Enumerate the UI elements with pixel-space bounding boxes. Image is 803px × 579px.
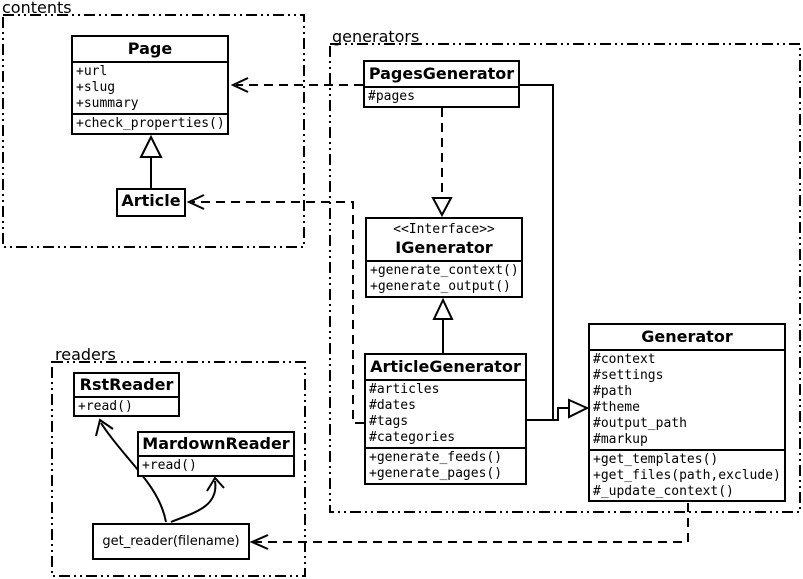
function-box-get-reader: get_reader(filename) [92,523,250,560]
readers-package-border [51,361,306,577]
attribute-item: +url [76,64,108,79]
attribute-item: #context [593,352,656,367]
method-item: +check_properties() [76,116,225,131]
class-box-generator: Generator #context#settings#path#theme#o… [588,323,786,502]
class-name: ArticleGenerator [366,355,525,381]
attribute-list: +url+slug+summary [73,63,227,115]
arrow-getreader-to-mardownreader [170,476,225,523]
class-box-pagesgenerator: PagesGenerator #pages [363,60,520,108]
method-item: +read() [78,399,133,414]
realization-pagesgenerator-to-igenerator [431,108,453,218]
dependency-pagesgenerator-to-page [230,77,363,93]
contents-package-label: contents [2,0,72,17]
method-item: +generate_output() [370,279,511,294]
readers-package-label: readers [55,345,116,364]
attribute-item: #tags [369,414,409,429]
method-item: #_update_context() [593,484,734,499]
method-item: +read() [142,458,197,473]
method-list: +check_properties() [73,115,227,133]
method-item: +get_files(path,exclude) [593,468,781,483]
method-item: +get_templates() [593,452,719,467]
attribute-item: #path [593,384,633,399]
generators-package-border [329,43,801,513]
interface-header: <<Interface>> IGenerator [367,219,521,262]
interface-stereotype: <<Interface>> [393,222,495,237]
method-list: +generate_context()+generate_output() [367,262,521,296]
class-name: MardownReader [139,433,293,457]
attribute-item: +summary [76,96,139,111]
class-box-rstreader: RstReader +read() [73,372,180,417]
attribute-list: #articles#dates#tags#categories [366,381,525,449]
attribute-item: #articles [369,382,440,397]
method-item: +generate_pages() [369,466,503,481]
class-name: IGenerator [395,238,493,257]
attribute-item: #categories [369,430,456,445]
method-item: +generate_context() [370,263,519,278]
contents-package-border [2,14,305,248]
attribute-item: #settings [593,368,664,383]
method-item: +generate_feeds() [369,450,503,465]
inheritance-generators-to-generator [520,84,590,421]
attribute-item: #pages [368,89,415,104]
class-name: PagesGenerator [365,62,518,88]
dependency-articlegenerator-to-article [186,194,364,424]
method-list: +read() [75,398,178,415]
method-list: +get_templates()+get_files(path,exclude)… [590,451,784,500]
class-name: Generator [590,325,784,351]
method-list: +read() [139,457,293,475]
generators-package-label: generators [332,27,420,46]
class-name: Page [73,37,227,63]
class-name: Article [121,191,181,210]
inheritance-article-to-page [139,134,163,188]
dependency-generator-to-getreader [249,503,689,550]
inheritance-articlegenerator-to-igenerator [432,297,454,353]
attribute-item: #theme [593,400,640,415]
attribute-item: #markup [593,432,648,447]
attribute-item: +slug [76,80,116,95]
class-box-page: Page +url+slug+summary +check_properties… [71,35,229,135]
method-list: +generate_feeds()+generate_pages() [366,449,525,483]
class-box-article: Article [116,188,186,217]
class-name: RstReader [75,374,178,398]
attribute-item: #dates [369,398,416,413]
attribute-list: #context#settings#path#theme#output_path… [590,351,784,451]
class-box-igenerator: <<Interface>> IGenerator +generate_conte… [365,217,523,298]
class-box-mardownreader: MardownReader +read() [137,431,295,477]
attribute-item: #output_path [593,416,687,431]
attribute-list: #pages [365,88,518,106]
class-box-articlegenerator: ArticleGenerator #articles#dates#tags#ca… [364,353,527,485]
